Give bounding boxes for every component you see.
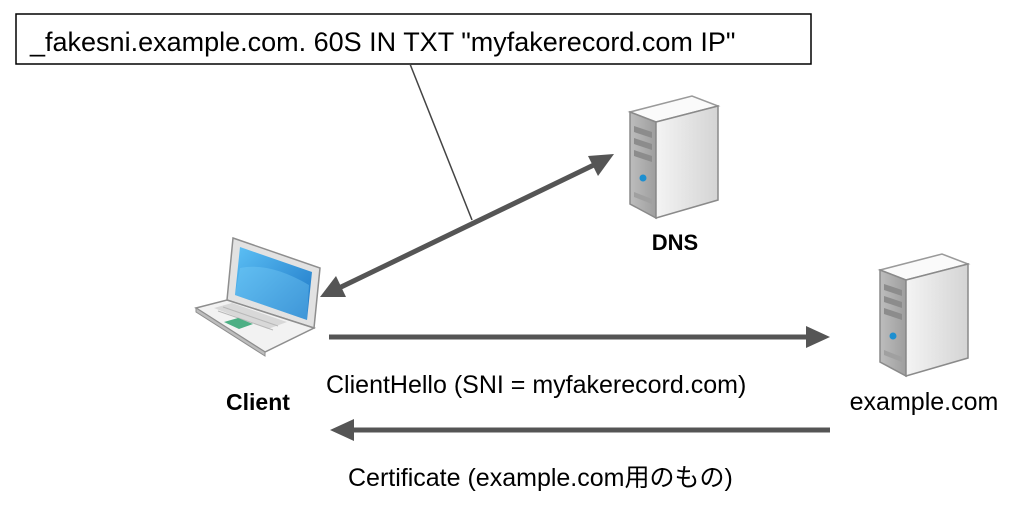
arrowhead-dns: [588, 154, 614, 176]
dns-server-icon: [629, 95, 719, 219]
callout-box: [15, 13, 812, 65]
laptop-icon: [194, 236, 321, 357]
callout-leader-line: [409, 63, 473, 221]
dns-record-callout: _fakesni.example.com. 60S IN TXT "myfake…: [15, 13, 812, 65]
certificate-arrow: [330, 419, 830, 441]
callout-text: _fakesni.example.com. 60S IN TXT "myfake…: [29, 27, 735, 57]
dns-label: DNS: [652, 230, 698, 255]
example-server-icon: [879, 253, 969, 377]
server-label: example.com: [850, 388, 999, 416]
client-dns-arrow: [320, 154, 614, 297]
client-hello-arrow: [329, 326, 830, 348]
client-hello-label: ClientHello (SNI = myfakerecord.com): [326, 371, 746, 399]
arrowhead-client: [320, 276, 346, 297]
client-label: Client: [226, 389, 290, 415]
certificate-label: Certificate (example.com用のもの): [348, 464, 733, 492]
